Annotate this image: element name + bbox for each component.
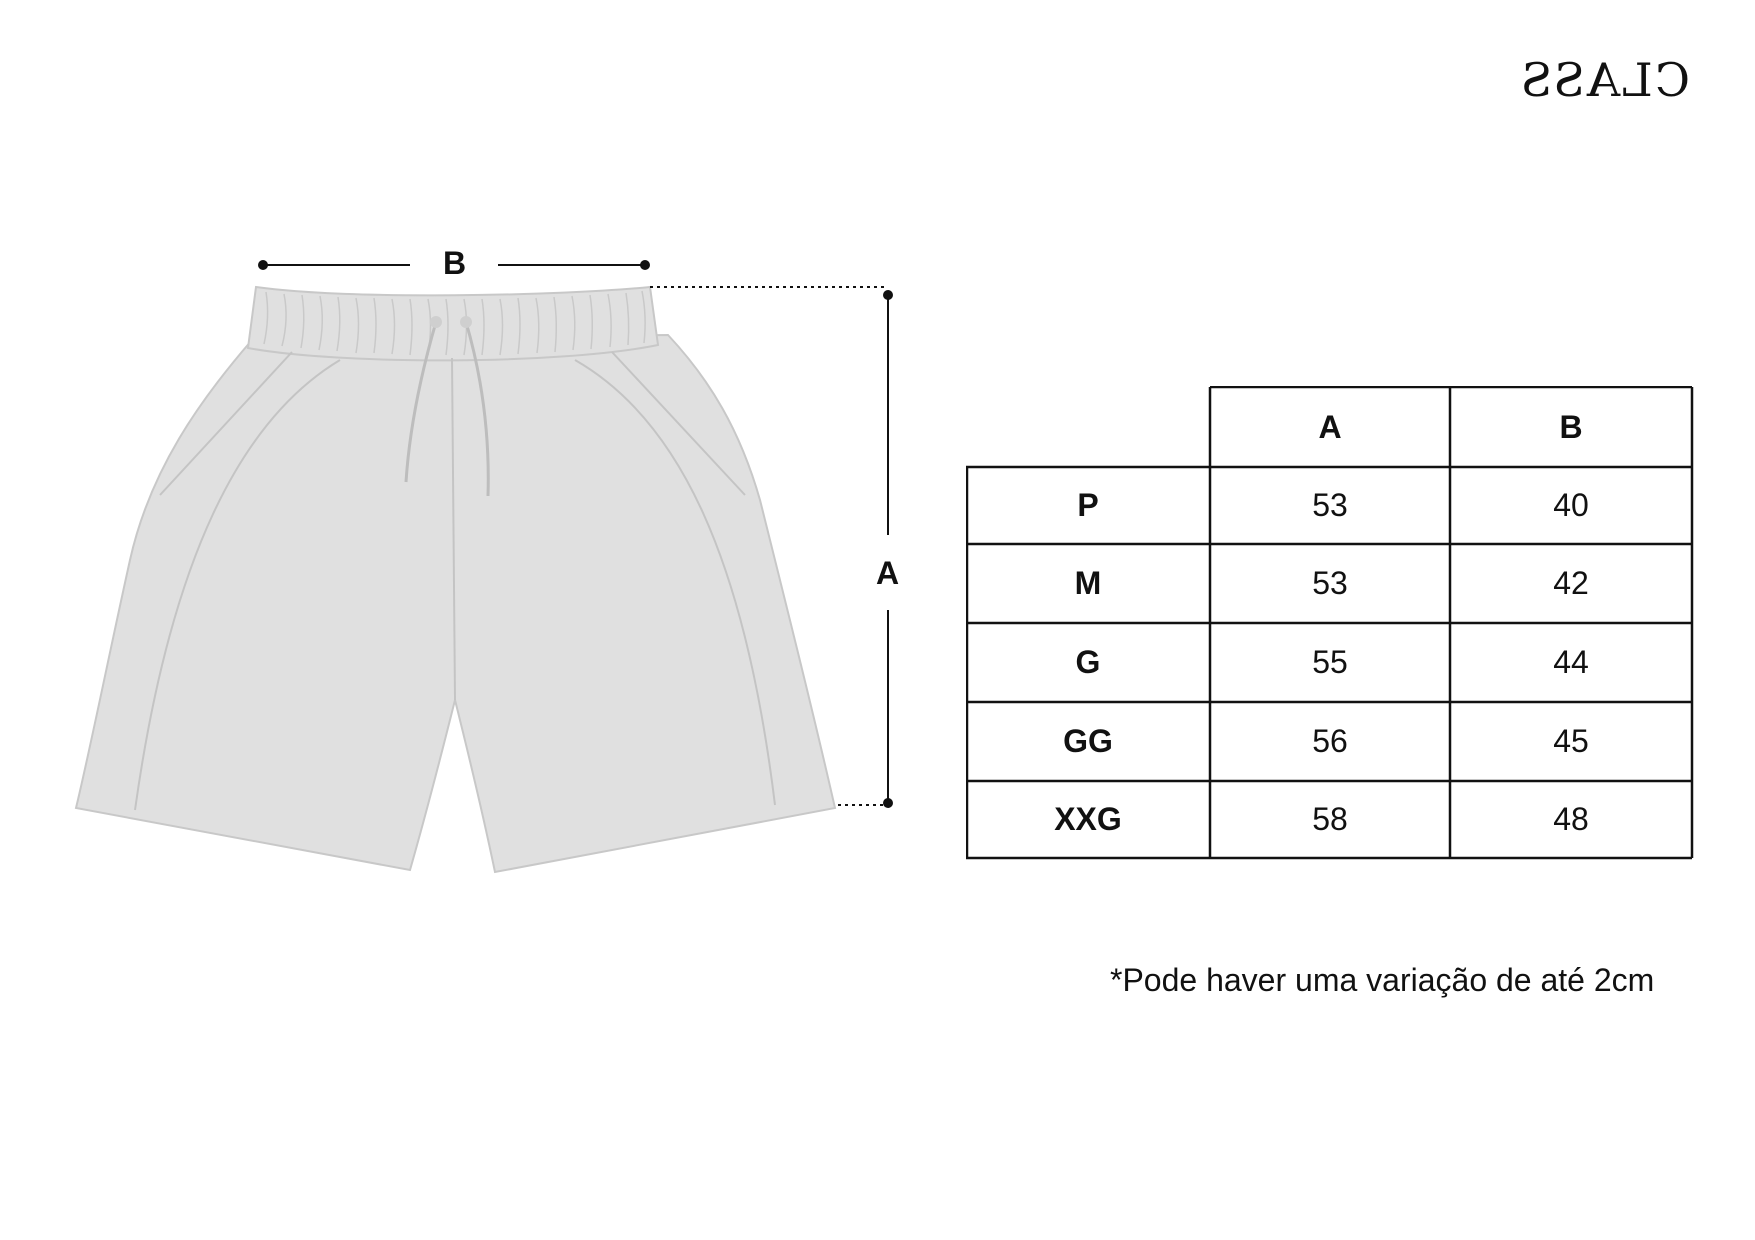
value-a: 53 bbox=[1312, 487, 1348, 523]
value-a: 58 bbox=[1312, 801, 1348, 837]
waistband bbox=[246, 285, 660, 362]
brand-logo: CLASS bbox=[1518, 53, 1690, 107]
drawstring-eyelet-left bbox=[430, 316, 442, 328]
size-label: M bbox=[1074, 565, 1102, 601]
height-label: A bbox=[876, 555, 900, 591]
size-label: G bbox=[1075, 644, 1101, 680]
value-b: 42 bbox=[1553, 565, 1589, 601]
size-label: P bbox=[1077, 487, 1099, 523]
value-b: 44 bbox=[1553, 644, 1589, 680]
size-label: XXG bbox=[1054, 801, 1122, 837]
value-a: 55 bbox=[1312, 644, 1348, 680]
waistband-shirring bbox=[263, 290, 646, 356]
footnote: *Pode haver uma variação de até 2cm bbox=[1110, 962, 1655, 998]
value-b: 48 bbox=[1553, 801, 1589, 837]
drawstring-eyelet-right bbox=[460, 316, 472, 328]
drawstrings bbox=[404, 321, 490, 497]
column-header-a: A bbox=[1318, 408, 1342, 445]
value-b: 40 bbox=[1553, 487, 1589, 523]
width-measure-line bbox=[258, 260, 650, 270]
value-b: 45 bbox=[1553, 723, 1589, 759]
column-header-b: B bbox=[1559, 408, 1583, 445]
size-label: GG bbox=[1063, 723, 1113, 759]
panel-seams bbox=[134, 351, 776, 811]
table-grid bbox=[966, 386, 1694, 860]
shorts-body bbox=[74, 333, 837, 874]
height-measure-line bbox=[650, 286, 893, 808]
value-a: 53 bbox=[1312, 565, 1348, 601]
shorts-illustration bbox=[74, 260, 893, 874]
width-label: B bbox=[443, 245, 467, 281]
value-a: 56 bbox=[1312, 723, 1348, 759]
